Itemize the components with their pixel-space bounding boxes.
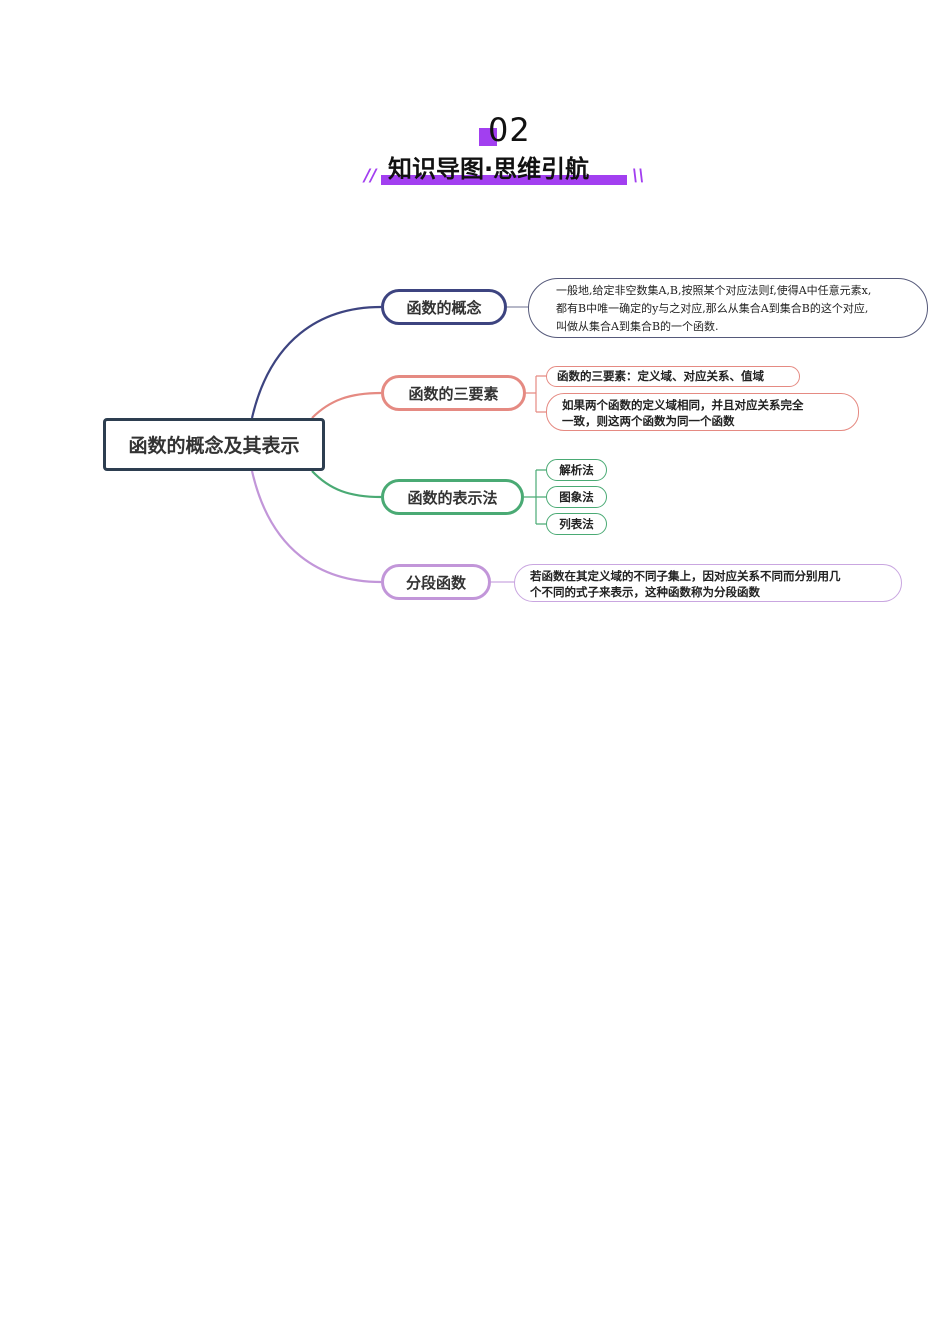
leaf-text: 列表法 xyxy=(559,517,594,531)
leaf-line: 一致，则这两个函数为同一个函数 xyxy=(562,414,735,428)
leaf-piecewise-definition: 若函数在其定义域的不同子集上，因对应关系不同而分别用几 个不同的式子来表示，这种… xyxy=(514,564,902,602)
branch-label: 函数的概念 xyxy=(406,298,482,317)
section-title: 知识导图·思维引航 xyxy=(388,155,590,183)
branch-three-elements: 函数的三要素 xyxy=(381,375,526,411)
leaf-line: 若函数在其定义域的不同子集上，因对应关系不同而分别用几 xyxy=(530,569,841,583)
leaf-analytic-method: 解析法 xyxy=(546,459,607,481)
leaf-text: 函数的三要素：定义域、对应关系、值域 xyxy=(557,369,764,383)
root-node: 函数的概念及其表示 xyxy=(103,418,325,471)
slash-left-decoration: // xyxy=(364,166,377,186)
branch-label: 函数的三要素 xyxy=(408,384,499,403)
branch-label: 分段函数 xyxy=(405,573,466,592)
leaf-text: 图象法 xyxy=(559,490,594,504)
root-label: 函数的概念及其表示 xyxy=(128,435,300,457)
section-number: 02 xyxy=(488,111,531,149)
leaf-line: 都有B中唯一确定的y与之对应,那么从集合A到集合B的这个对应, xyxy=(556,302,869,315)
leaf-line: 一般地,给定非空数集A,B,按照某个对应法则f,使得A中任意元素x, xyxy=(556,284,872,297)
leaf-function-definition: 一般地,给定非空数集A,B,按照某个对应法则f,使得A中任意元素x, 都有B中唯… xyxy=(528,278,928,338)
leaf-table-method: 列表法 xyxy=(546,513,607,535)
title-underline-bar xyxy=(381,175,627,185)
leaf-line: 叫做从集合A到集合B的一个函数. xyxy=(556,320,719,333)
leaf-same-function-rule: 如果两个函数的定义域相同，并且对应关系完全 一致，则这两个函数为同一个函数 xyxy=(546,393,859,431)
leaf-text: 解析法 xyxy=(559,463,594,477)
slash-right-decoration: \\ xyxy=(632,166,645,186)
leaf-graph-method: 图象法 xyxy=(546,486,607,508)
branch-label: 函数的表示法 xyxy=(407,488,498,507)
number-accent-square xyxy=(479,128,497,146)
branch-representation-methods: 函数的表示法 xyxy=(381,479,524,515)
branch-piecewise-function: 分段函数 xyxy=(381,564,491,600)
leaf-line: 个不同的式子来表示，这种函数称为分段函数 xyxy=(530,585,760,599)
leaf-three-elements-list: 函数的三要素：定义域、对应关系、值域 xyxy=(546,366,800,387)
branch-function-concept: 函数的概念 xyxy=(381,289,507,325)
leaf-line: 如果两个函数的定义域相同，并且对应关系完全 xyxy=(562,398,804,412)
